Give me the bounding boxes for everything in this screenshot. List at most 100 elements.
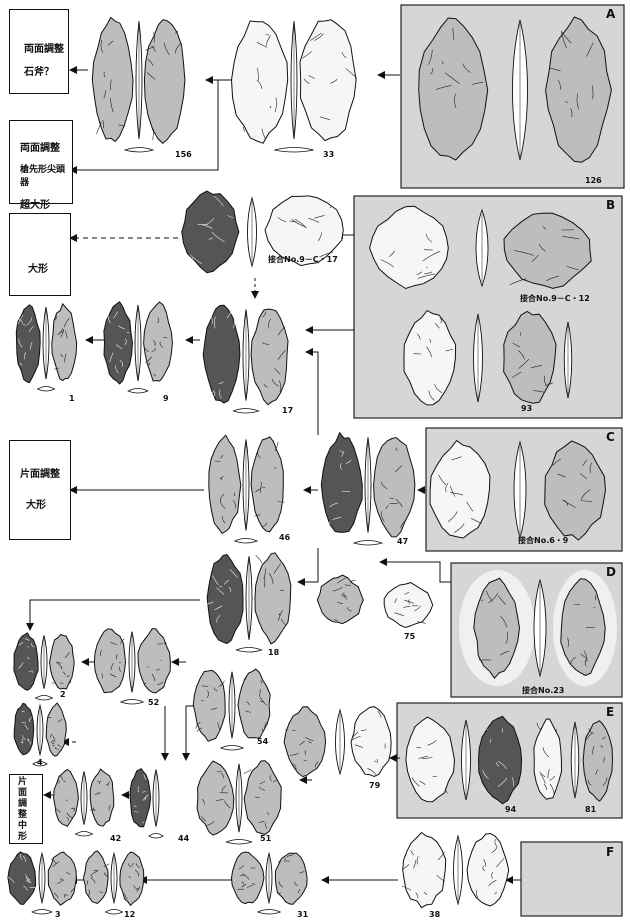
box5-c6: 形 (18, 832, 42, 843)
artifact-33-profile (291, 21, 297, 139)
caption-refit-6-9: 接合No.6・9 (518, 535, 568, 546)
caption-refit-23: 接合No.23 (522, 685, 564, 696)
artifact-3-profile (39, 853, 45, 902)
artifact-47-base (354, 541, 382, 546)
specimen-1: 1 (69, 394, 75, 403)
specimen-54: 54 (257, 737, 268, 746)
artifact-51-face-b (244, 761, 282, 835)
artifact-4-profile (37, 705, 43, 754)
artifact-2-face-b (50, 635, 75, 690)
artifact-75-b (384, 583, 433, 628)
artifact-52-face-b (138, 629, 170, 693)
panel-label-f: F (606, 845, 614, 859)
specimen-156: 156 (175, 150, 192, 159)
artifact-52-face-a (94, 629, 125, 693)
box5-c3: 調 (18, 799, 42, 810)
artifact-33-face-a (232, 21, 288, 143)
artifact-42-face-a (54, 770, 79, 827)
artifact-17-face-b (251, 309, 288, 405)
artifact-3-face-b (48, 852, 76, 905)
panel-label-c: C (606, 430, 615, 444)
artifact-9-base (128, 389, 148, 394)
specimen-38: 38 (429, 910, 440, 919)
box5-c1: 片 (18, 777, 42, 788)
artifact-51-base (226, 840, 251, 845)
specimen-17: 17 (282, 406, 293, 415)
artifact-38-a (402, 833, 446, 908)
artifact-54-profile (229, 672, 235, 739)
box-unifacial-large: 片面調整 大形 (9, 440, 71, 540)
artifact-38-b (467, 834, 509, 906)
artifact-51-face-a (197, 761, 234, 835)
artifact-156-face-a (92, 17, 133, 141)
artifact-12-face-b (120, 852, 144, 905)
box-bifacial-axe: 両面調整 石斧？ (9, 9, 69, 94)
specimen-75: 75 (404, 632, 415, 641)
specimen-126: 126 (585, 176, 602, 185)
artifact-42-profile (81, 771, 87, 824)
artifact-refit-9c17-a (182, 191, 239, 273)
artifact-54-base (221, 746, 243, 751)
artifact-79-profile (336, 710, 345, 774)
artifact-1-base (38, 387, 55, 392)
box2-line2: 槍先形尖頭器 (20, 162, 72, 188)
artifact-156-base (125, 148, 153, 153)
artifact-44-profile (153, 770, 159, 827)
artifact-46-profile (243, 439, 249, 530)
artifact-4-face-b (46, 703, 66, 756)
artifact-54-face-b (238, 669, 270, 738)
arrow-to-box2 (70, 80, 218, 170)
artifact-12-face-a (83, 851, 109, 903)
panel-label-d: D (606, 565, 616, 579)
specimen-9: 9 (163, 394, 169, 403)
artifact-51-profile (236, 764, 242, 832)
specimen-42: 42 (110, 834, 121, 843)
artifact-17-profile (243, 309, 249, 400)
box4-line1: 片面調整 (20, 465, 70, 480)
panel-label-b: B (606, 198, 615, 212)
panel-label-e: E (606, 705, 614, 719)
arrow-54-to-44 (186, 706, 195, 760)
artifact-42-face-b (90, 769, 113, 826)
box2-line1: 両面調整 (20, 139, 72, 154)
caption-refit-9c17: 接合No.9－C・17 (268, 254, 338, 265)
artifact-46-base (235, 539, 257, 544)
box2-line3: 超大形 (20, 196, 72, 211)
artifact-9-face-b (144, 302, 173, 381)
artifact-54-face-a (193, 670, 225, 741)
artifact-75-a (317, 575, 363, 624)
artifact-52-base (121, 700, 143, 705)
artifact-46-face-b (251, 437, 284, 532)
artifact-2-base (36, 696, 53, 701)
artifact-31-base (258, 910, 280, 915)
artifact-18-face-a (207, 555, 243, 644)
artifact-1-profile (43, 307, 49, 379)
specimen-18: 18 (268, 648, 279, 657)
artifact-31-profile (266, 853, 272, 902)
artifact-9-face-a (104, 302, 133, 384)
artifact-33-face-b (300, 20, 357, 141)
arrow-loop-to-17 (306, 352, 318, 435)
artifact-12-base (106, 910, 123, 915)
artifact-52-profile (129, 632, 135, 693)
artifact-3-base (32, 910, 52, 915)
artifact-refit-9c17-profile (248, 198, 257, 266)
artifact-2-profile (41, 635, 47, 688)
artifact-31-face-b (275, 853, 307, 904)
caption-refit-9c12: 接合No.9－C・12 (520, 293, 590, 304)
panel-label-a: A (606, 7, 615, 21)
artifact-18-face-b (255, 553, 291, 644)
specimen-51: 51 (260, 834, 271, 843)
specimen-46: 46 (279, 533, 290, 542)
box1-line2: 石斧？ (24, 63, 68, 78)
specimen-12: 12 (124, 910, 135, 919)
artifact-12-profile (111, 853, 117, 902)
artifact-9-profile (135, 305, 141, 381)
box-unifacial-medium: 片 面 調 整 中 形 (9, 774, 43, 844)
artifact-18-base (236, 648, 261, 653)
specimen-31: 31 (297, 910, 308, 919)
arrow-18-to-2 (30, 600, 200, 630)
artifact-1-face-a (16, 305, 40, 383)
box5-c2: 面 (18, 788, 42, 799)
box1-line1: 両面調整 (24, 40, 68, 55)
